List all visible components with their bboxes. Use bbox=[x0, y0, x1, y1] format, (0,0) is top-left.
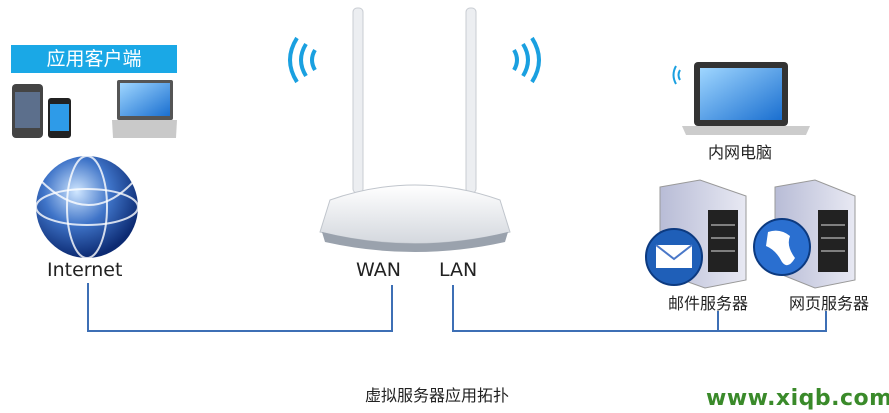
intranet-pc-label: 内网电脑 bbox=[708, 143, 773, 162]
client-laptop-icon bbox=[112, 80, 177, 138]
mail-server-icon bbox=[645, 179, 747, 289]
mail-server-label: 邮件服务器 bbox=[668, 294, 749, 313]
phone-icon bbox=[12, 84, 43, 138]
wan-link bbox=[87, 283, 393, 332]
web-server-icon bbox=[753, 179, 856, 289]
intranet-laptop-icon bbox=[682, 62, 810, 135]
wireless-router-icon bbox=[319, 7, 511, 252]
web-server-label: 网页服务器 bbox=[789, 294, 870, 313]
wifi-signal-left-icon bbox=[288, 36, 317, 84]
client-group-title: 应用客户端 bbox=[11, 45, 177, 73]
lan-label: LAN bbox=[439, 259, 478, 281]
smartphone-icon bbox=[48, 98, 71, 138]
lan-link bbox=[452, 285, 827, 332]
wifi-signal-pc-icon bbox=[672, 65, 681, 85]
internet-label: Internet bbox=[47, 259, 123, 281]
wan-label: WAN bbox=[356, 259, 401, 281]
watermark: www.xiqb.com bbox=[706, 386, 889, 411]
wifi-signal-right-icon bbox=[512, 36, 541, 84]
globe-icon bbox=[35, 155, 139, 259]
diagram-caption: 虚拟服务器应用拓扑 bbox=[365, 386, 510, 405]
